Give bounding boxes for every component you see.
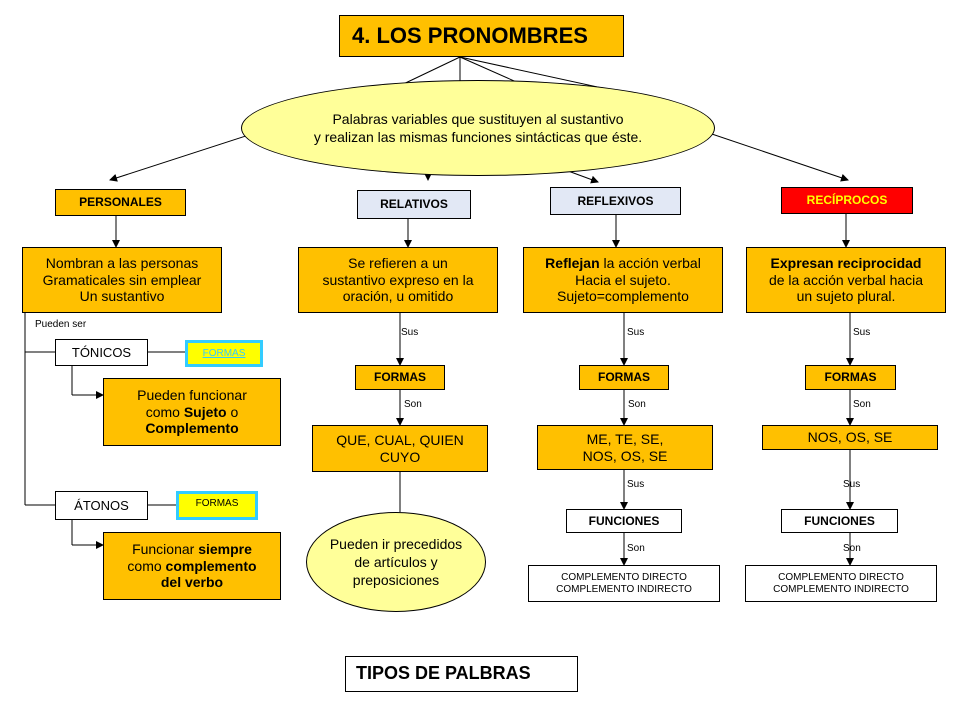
category-personales: PERSONALES	[55, 189, 186, 216]
reflexivos-values: ME, TE, SE, NOS, OS, SE	[537, 425, 713, 470]
reflexivos-formas-label: FORMAS	[598, 370, 650, 385]
pueden-ser-label: Pueden ser	[35, 319, 87, 330]
page-title: 4. LOS PRONOMBRES	[339, 15, 624, 57]
atonos-desc-bold-complemento: complemento del verbo	[160, 557, 257, 591]
reflexivos-values-text: ME, TE, SE, NOS, OS, SE	[582, 430, 668, 464]
tonicos-formas-link[interactable]: FORMAS	[185, 340, 263, 367]
relativos-description-text: Se refieren a un sustantivo expreso en l…	[322, 254, 474, 305]
relativos-description: Se refieren a un sustantivo expreso en l…	[298, 247, 498, 313]
reflexivos-description: Reflejan la acción verbal Hacia el sujet…	[523, 247, 723, 313]
reflexivos-sus2-label: Sus	[627, 479, 645, 490]
category-reflexivos-label: REFLEXIVOS	[577, 193, 654, 208]
relativos-son-label: Son	[404, 399, 422, 410]
tonicos-desc-bold-sujeto: Sujeto	[183, 403, 227, 420]
atonos-description-text: Funcionar siempre como complemento del v…	[127, 541, 256, 591]
relativos-values: QUE, CUAL, QUIEN CUYO	[312, 425, 488, 472]
atonos-formas-link[interactable]: FORMAS	[176, 491, 258, 520]
atonos-label: ÁTONOS	[74, 497, 129, 513]
reciprocos-son-label: Son	[853, 399, 871, 410]
tonicos-desc-part-2: o	[230, 403, 239, 420]
reflexivos-son2-label: Son	[627, 543, 645, 554]
relativos-sus-label: Sus	[401, 327, 419, 338]
reflexivos-son-label: Son	[628, 399, 646, 410]
reflexivos-funciones: FUNCIONES	[566, 509, 682, 533]
category-reciprocos: RECÍPROCOS	[781, 187, 913, 214]
page-title-text: 4. LOS PRONOMBRES	[352, 22, 588, 48]
tonicos-description-text: Pueden funcionar como Sujeto o Complemen…	[137, 387, 247, 437]
reciprocos-son2-label: Son	[843, 543, 861, 554]
reciprocos-funciones-label: FUNCIONES	[804, 513, 875, 528]
footer-title: TIPOS DE PALBRAS	[345, 656, 578, 692]
reciprocos-funciones: FUNCIONES	[781, 509, 898, 533]
relativos-note-ellipse: Pueden ir precedidos de artículos y prep…	[306, 512, 486, 612]
category-reflexivos: REFLEXIVOS	[550, 187, 681, 215]
reciprocos-formas: FORMAS	[805, 365, 896, 390]
reciprocos-funciones-values: COMPLEMENTO DIRECTO COMPLEMENTO INDIRECT…	[745, 565, 937, 602]
reciprocos-description-bold: Expresan reciprocidad	[770, 254, 922, 271]
reciprocos-description: Expresan reciprocidad de la acción verba…	[746, 247, 946, 313]
atonos-desc-part: Funcionar	[132, 540, 199, 557]
footer-title-text: TIPOS DE PALBRAS	[356, 663, 531, 684]
reciprocos-funciones-values-text: COMPLEMENTO DIRECTO COMPLEMENTO INDIRECT…	[773, 571, 909, 595]
reciprocos-sus-label: Sus	[853, 327, 871, 338]
definition-text: Palabras variables que sustituyen al sus…	[313, 110, 643, 145]
reflexivos-funciones-label: FUNCIONES	[588, 513, 660, 528]
tonicos-description: Pueden funcionar como Sujeto o Complemen…	[103, 378, 281, 446]
relativos-formas: FORMAS	[355, 365, 445, 390]
reciprocos-formas-label: FORMAS	[824, 370, 877, 385]
reflexivos-sus-label: Sus	[627, 327, 645, 338]
reciprocos-sus2-label: Sus	[843, 479, 861, 490]
tonicos-label: TÓNICOS	[71, 344, 132, 360]
reflexivos-description-bold: Reflejan	[545, 254, 600, 271]
category-relativos: RELATIVOS	[357, 190, 471, 219]
personales-description-text: Nombran a las personas Gramaticales sin …	[42, 254, 202, 305]
reciprocos-values: NOS, OS, SE	[762, 425, 938, 450]
definition-ellipse: Palabras variables que sustituyen al sus…	[241, 80, 715, 176]
atonos-box: ÁTONOS	[55, 491, 148, 520]
category-personales-label: PERSONALES	[79, 195, 162, 210]
tonicos-desc-bold-complemento: Complemento	[145, 420, 239, 437]
category-reciprocos-label: RECÍPROCOS	[806, 193, 888, 208]
relativos-values-text: QUE, CUAL, QUIEN CUYO	[336, 431, 464, 465]
relativos-formas-label: FORMAS	[374, 370, 426, 385]
personales-description: Nombran a las personas Gramaticales sin …	[22, 247, 222, 313]
atonos-desc-bold-siempre: siempre	[198, 540, 252, 557]
tonicos-desc-part: Pueden funcionar como	[137, 386, 247, 420]
reflexivos-description-text: Reflejan la acción verbal Hacia el sujet…	[545, 255, 701, 305]
tonicos-box: TÓNICOS	[55, 339, 148, 366]
atonos-desc-part-2: como	[127, 557, 162, 574]
reflexivos-description-rest: la acción verbal Hacia el sujeto. Sujeto…	[557, 254, 701, 305]
atonos-formas-text[interactable]: FORMAS	[195, 498, 239, 509]
tonicos-formas-text[interactable]: FORMAS	[202, 348, 246, 359]
relativos-note-text: Pueden ir precedidos de artículos y prep…	[329, 535, 463, 589]
reciprocos-description-text: Expresan reciprocidad de la acción verba…	[769, 255, 923, 305]
atonos-description: Funcionar siempre como complemento del v…	[103, 532, 281, 600]
reciprocos-values-text: NOS, OS, SE	[807, 429, 893, 446]
category-relativos-label: RELATIVOS	[380, 197, 448, 212]
reflexivos-funciones-values: COMPLEMENTO DIRECTO COMPLEMENTO INDIRECT…	[528, 565, 720, 602]
reciprocos-description-rest: de la acción verbal hacia un sujeto plur…	[768, 271, 924, 305]
reflexivos-funciones-values-text: COMPLEMENTO DIRECTO COMPLEMENTO INDIRECT…	[556, 571, 692, 595]
reflexivos-formas: FORMAS	[579, 365, 669, 390]
